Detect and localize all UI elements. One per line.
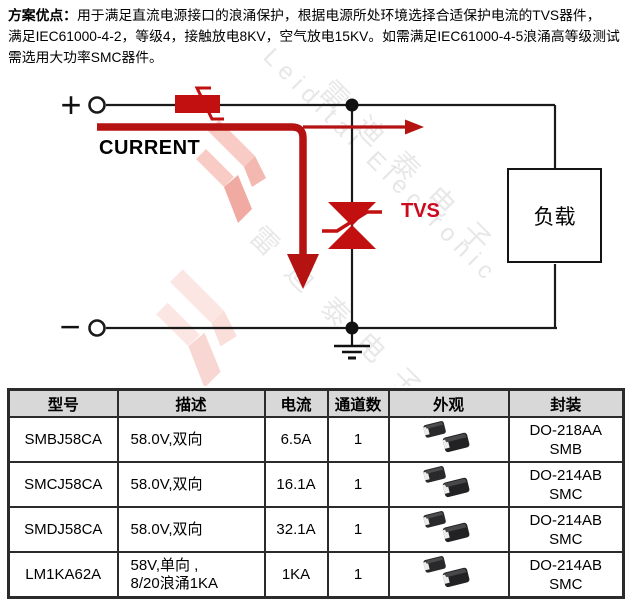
cell-description: 58V,单向 ,8/20浪涌1KA	[116, 551, 266, 599]
watermark-layer: Leiditai Electronic 雷迪泰电子 雷迪泰电子	[156, 43, 512, 386]
cell-appearance	[387, 461, 510, 508]
cell-description: 58.0V,双向	[116, 506, 266, 553]
cell-channels: 1	[326, 416, 390, 463]
minus-sign: −	[59, 306, 80, 347]
circuit-diagram: Leiditai Electronic 雷迪泰电子 雷迪泰电子 + −	[59, 43, 557, 386]
watermark-logo	[196, 120, 266, 223]
cell-model: SMBJ58CA	[7, 416, 119, 463]
fuse-symbol	[175, 86, 224, 121]
cell-current: 16.1A	[263, 461, 329, 508]
cell-channels: 1	[326, 551, 390, 599]
intro-line-3: 需选用大功率SMC器件。	[8, 50, 163, 65]
load-label: 负载	[533, 205, 576, 229]
cell-current: 32.1A	[263, 506, 329, 553]
col-header-appearance: 外观	[387, 388, 510, 418]
cell-channels: 1	[326, 506, 390, 553]
cell-appearance	[387, 506, 510, 553]
terminal-positive	[88, 96, 106, 114]
cell-model: SMDJ58CA	[7, 506, 119, 553]
smd-package-photo	[422, 510, 469, 542]
table-header-row: 型号 描述 电流 通道数 外观 封装	[7, 388, 625, 418]
cell-description: 58.0V,双向	[116, 461, 266, 508]
intro-line-2: 满足IEC61000-4-2，等级4，接触放电8KV，空气放电15KV。如需满足…	[8, 29, 620, 44]
load-box: 负载	[507, 168, 602, 263]
cell-current: 6.5A	[263, 416, 329, 463]
junction-top	[345, 98, 359, 112]
residual-current-arrow	[303, 119, 424, 135]
smd-package-photo	[422, 555, 469, 587]
parts-table: 型号 描述 电流 通道数 外观 封装 SMBJ58CA 58.0V,双向 6.5…	[7, 388, 625, 599]
cell-current: 1KA	[263, 551, 329, 599]
smd-package-photo	[422, 420, 469, 452]
col-header-description: 描述	[116, 388, 266, 418]
cell-appearance	[387, 551, 510, 599]
intro-line-1: 方案优点：用于满足直流电源接口的浪涌保护，根据电源所处环境选择合适保护电流的TV…	[8, 8, 601, 23]
col-header-channels: 通道数	[326, 388, 390, 418]
tvs-label: TVS	[401, 200, 440, 222]
cell-channels: 1	[326, 461, 390, 508]
cell-appearance	[387, 416, 510, 463]
cell-model: SMCJ58CA	[7, 461, 119, 508]
col-header-model: 型号	[7, 388, 119, 418]
table-row: LM1KA62A 58V,单向 ,8/20浪涌1KA 1KA 1 DO-214A…	[7, 551, 625, 599]
smd-package-photo	[422, 465, 469, 497]
col-header-current: 电流	[263, 388, 329, 418]
terminal-negative	[88, 319, 106, 337]
cell-description: 58.0V,双向	[116, 416, 266, 463]
current-label: CURRENT	[99, 137, 201, 159]
tvs-diode-symbol	[322, 202, 382, 249]
intro-paragraph: 方案优点：用于满足直流电源接口的浪涌保护，根据电源所处环境选择合适保护电流的TV…	[8, 5, 620, 68]
ground-symbol	[334, 328, 370, 360]
col-header-package: 封装	[507, 388, 625, 418]
cell-model: LM1KA62A	[7, 551, 119, 599]
plus-sign: +	[60, 84, 81, 125]
surge-current-arrow	[97, 123, 319, 289]
